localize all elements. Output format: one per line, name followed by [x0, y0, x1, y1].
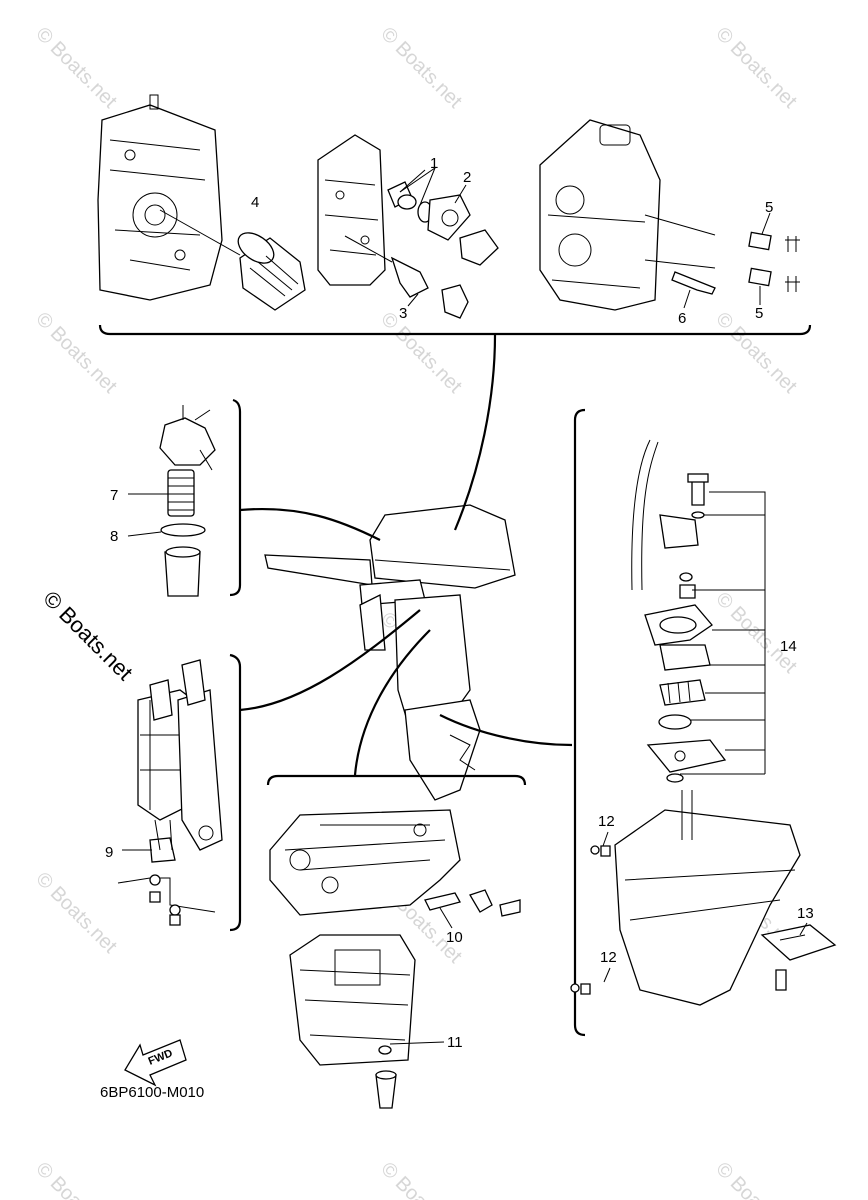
watermark: © Boats.net [711, 23, 801, 113]
callout-3: 3 [399, 305, 407, 322]
watermark: © Boats.net [376, 23, 466, 113]
callout-8: 8 [110, 528, 118, 545]
watermark: © Boats.net [376, 308, 466, 398]
fwd-arrow-icon: FWD [124, 1039, 187, 1087]
lower-unit-section [570, 408, 837, 1037]
thermostat-assembly [387, 166, 499, 266]
powerhead-section [97, 94, 812, 336]
watermark: © Boats.net [31, 1158, 121, 1200]
watermark: © Boats.net [31, 868, 121, 958]
link-bottom [353, 629, 431, 776]
callout-12-upper: 12 [598, 813, 615, 830]
link-upper-left [239, 507, 381, 541]
callout-7: 7 [110, 487, 118, 504]
fuel-filter-section [127, 398, 242, 597]
callout-4: 4 [251, 194, 259, 211]
outboard-motor [264, 504, 516, 801]
callouts: 1 2 3 4 5 5 6 7 8 9 10 11 12 12 13 14 [105, 155, 814, 1051]
callout-11: 11 [447, 1034, 463, 1051]
callout-6: 6 [678, 310, 686, 327]
callout-10: 10 [446, 929, 463, 946]
watermark: © Boats.net [31, 308, 121, 398]
callout-9: 9 [105, 844, 113, 861]
watermark: © Boats.net [376, 1158, 466, 1200]
diagram-code: 6BP6100-M010 [100, 1084, 204, 1101]
callout-2: 2 [463, 169, 471, 186]
watermark: © Boats.net [711, 1158, 801, 1200]
spark-plug [671, 271, 716, 309]
watermark: © Boats.net [31, 23, 121, 113]
oil-filter [237, 232, 306, 311]
link-lower-left [239, 609, 421, 712]
callout-12-lower: 12 [600, 949, 617, 966]
anodes [644, 212, 800, 305]
callout-14: 14 [780, 638, 797, 655]
link-right [439, 714, 573, 747]
oil-pan-section [266, 774, 527, 1109]
callout-1: 1 [430, 155, 438, 172]
callout-5-upper: 5 [765, 199, 773, 216]
pump-section [117, 653, 242, 932]
watermark: © Boats.net [711, 588, 801, 678]
callout-5-lower: 5 [755, 305, 763, 322]
callout-13: 13 [797, 905, 814, 922]
pressure-control-valve [344, 235, 469, 319]
watermark-prominent: © Boats.net [38, 586, 137, 685]
link-top [453, 334, 497, 531]
